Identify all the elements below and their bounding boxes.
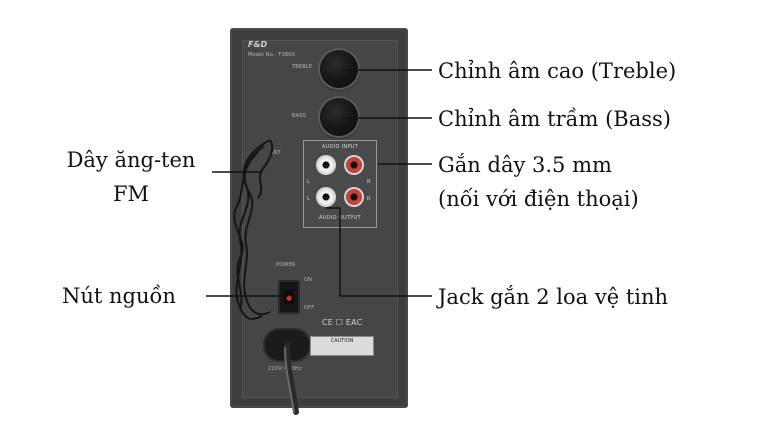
- power-indicator-icon: ●: [286, 294, 293, 302]
- power-rocker: [284, 290, 294, 304]
- treble-knob[interactable]: [320, 50, 358, 88]
- audio-input-panel-label: AUDIO INPUT: [321, 144, 359, 150]
- audio-output-right-jack[interactable]: [346, 189, 362, 205]
- power-off-label: OFF: [304, 305, 315, 311]
- power-button-label: Nút nguồn: [62, 284, 176, 308]
- jack-l-label: L: [307, 179, 311, 185]
- jack-r-label: R: [367, 179, 371, 185]
- audio-input-left-jack[interactable]: [318, 157, 334, 173]
- channel-r-label: R: [367, 196, 371, 202]
- mains-rating: 220V~/50Hz: [268, 366, 302, 372]
- caution-text: CAUTION: [330, 338, 354, 344]
- audio-input-label-line2: (nối với điện thoại): [438, 187, 639, 211]
- treble-label: Chỉnh âm cao (Treble): [438, 59, 677, 83]
- fm-antenna-wire: [233, 139, 274, 320]
- treble-panel-label: TREBLE: [292, 64, 313, 70]
- bass-knob[interactable]: [320, 98, 358, 136]
- power-cord: [284, 342, 299, 415]
- power-switch[interactable]: ●: [278, 280, 300, 314]
- antenna-label-line1: Dây ăng-ten: [66, 148, 196, 172]
- antenna-label-line2: FM: [112, 182, 150, 206]
- channel-l-label: L: [307, 196, 311, 202]
- brand-logo: F&D: [248, 40, 268, 49]
- power-cord-highlight: [284, 347, 295, 413]
- bass-label: Chỉnh âm trầm (Bass): [438, 107, 671, 131]
- power-panel-label: POWER: [276, 262, 296, 268]
- satellite-leader-line: [326, 207, 432, 297]
- audio-output-left-jack[interactable]: [318, 189, 334, 205]
- bass-panel-label: BASS: [292, 113, 306, 119]
- caution-sticker: CAUTION: [310, 336, 374, 356]
- model-number: Model No.: F380X: [248, 52, 296, 58]
- certification-marks: CE ☐ EAC: [322, 318, 363, 327]
- power-on-label: ON: [304, 277, 313, 283]
- audio-input-label-line1: Gắn dây 3.5 mm: [438, 153, 612, 177]
- audio-input-right-jack[interactable]: [346, 157, 362, 173]
- satellite-jack-label: Jack gắn 2 loa vệ tinh: [438, 285, 669, 309]
- antenna-panel-label: ANT: [270, 150, 281, 156]
